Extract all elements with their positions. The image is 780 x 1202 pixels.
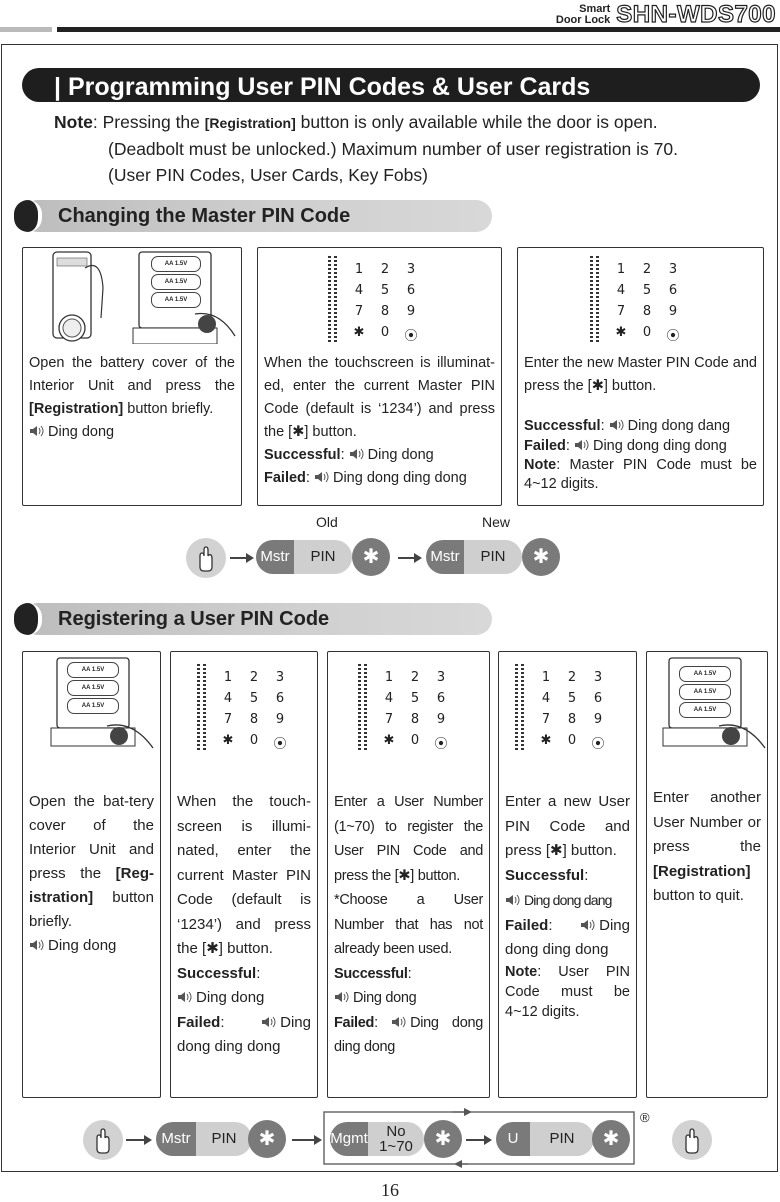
speaker-icon xyxy=(30,425,44,437)
speaker-icon xyxy=(392,1016,406,1027)
mstr-key: Mstr xyxy=(156,1122,196,1156)
registration-mark: ® xyxy=(640,1110,650,1125)
step-card-open-battery: AA 1.5V AA 1.5V AA 1.5V Open the bat-ter… xyxy=(22,651,161,1098)
lock-battery-illustration: AA 1.5V AA 1.5V AA 1.5V xyxy=(23,248,241,345)
star-key-icon: ✱ xyxy=(592,1120,630,1158)
touch-hand-icon xyxy=(83,1120,123,1160)
step-card-finish: AA 1.5V AA 1.5V AA 1.5V Enter another Us… xyxy=(646,651,768,1098)
step-text: Enter a new User PIN Code and press [✱] … xyxy=(505,793,630,958)
step-text: Enter a User Number (1~70) to register t… xyxy=(334,794,483,1055)
speaker-icon xyxy=(574,439,589,451)
label-old: Old xyxy=(316,514,338,530)
brand-header: Smart Door Lock SHN-WDS700 xyxy=(556,0,776,30)
arrow-right-icon xyxy=(466,1135,492,1145)
page-number: 16 xyxy=(381,1180,399,1200)
step-text: Open the bat-tery cover of the Interior … xyxy=(29,793,154,954)
step-note: Note: User PIN Code must be 4~12 digits. xyxy=(505,964,630,1020)
header-rule-grey xyxy=(0,27,52,32)
page-frame xyxy=(1,44,778,1172)
speaker-icon xyxy=(335,991,349,1003)
note-label: Note xyxy=(54,112,93,132)
speaker-icon xyxy=(349,448,364,460)
header-rule-dark xyxy=(57,27,780,32)
model-name: SHN-WDS700 xyxy=(616,0,776,28)
pin-key: PIN xyxy=(196,1122,252,1156)
mstr-key-old: Mstr xyxy=(256,540,294,574)
mgmt-key: Mgmt xyxy=(330,1122,368,1156)
step-note: Note: Master PIN Code must be 4~12 digit… xyxy=(524,457,757,492)
battery-illustration: AA 1.5V AA 1.5V AA 1.5V xyxy=(647,652,767,749)
star-key-icon: ✱ xyxy=(352,538,390,576)
touch-hand-icon xyxy=(672,1120,712,1160)
speaker-icon xyxy=(609,419,624,431)
star-key-icon: ✱ xyxy=(248,1120,286,1158)
step-text: Enter the new Master PIN Code and press … xyxy=(524,355,757,394)
brand-line2: Door Lock xyxy=(555,14,611,26)
arrow-right-icon xyxy=(398,553,422,563)
user-number-key: No 1~70 xyxy=(368,1122,424,1156)
section-header-change-master: Changing the Master PIN Code xyxy=(14,200,492,232)
mstr-key-new: Mstr xyxy=(426,540,464,574)
loop-bracket xyxy=(323,1108,635,1168)
speaker-icon xyxy=(506,894,520,906)
battery-illustration: AA 1.5V AA 1.5V AA 1.5V xyxy=(23,652,160,749)
speaker-icon xyxy=(30,939,44,951)
speaker-icon xyxy=(178,991,192,1003)
label-new: New xyxy=(482,514,511,530)
registration-button-ref: [Registration] xyxy=(204,115,296,131)
pin-key-new: PIN xyxy=(464,540,522,574)
step-text: Open the battery cover of the Interior U… xyxy=(29,355,235,440)
speaker-icon xyxy=(262,1016,276,1027)
brand-line1: Smart xyxy=(579,3,611,15)
arrow-right-icon xyxy=(292,1135,322,1145)
section-header-register-user-pin: Registering a User PIN Code xyxy=(14,603,492,635)
arrow-right-icon xyxy=(230,553,254,563)
step-text: When the touch-screen is illumi-nated, e… xyxy=(177,793,311,1055)
step-text: When the touchscreen is illuminat-ed, en… xyxy=(264,355,495,486)
star-key-icon: ✱ xyxy=(424,1120,462,1158)
speaker-icon xyxy=(581,919,595,930)
pin-key-user: PIN xyxy=(530,1122,594,1156)
user-key: U xyxy=(496,1122,530,1156)
step-text: Enter another User Number or press the [… xyxy=(653,789,761,904)
intro-note: Note: Pressing the [Registration] button… xyxy=(54,112,678,185)
star-key-icon: ✱ xyxy=(522,538,560,576)
pin-key-old: PIN xyxy=(294,540,352,574)
step-result: Successful: Ding dong dang Failed: Ding … xyxy=(524,418,731,454)
arrow-right-icon xyxy=(126,1135,152,1145)
speaker-icon xyxy=(314,471,329,483)
touch-hand-icon xyxy=(186,538,226,578)
step-card-open-battery: AA 1.5V AA 1.5V AA 1.5V Open the battery… xyxy=(22,247,242,506)
page-title: | Programming User PIN Codes & User Card… xyxy=(22,68,760,102)
